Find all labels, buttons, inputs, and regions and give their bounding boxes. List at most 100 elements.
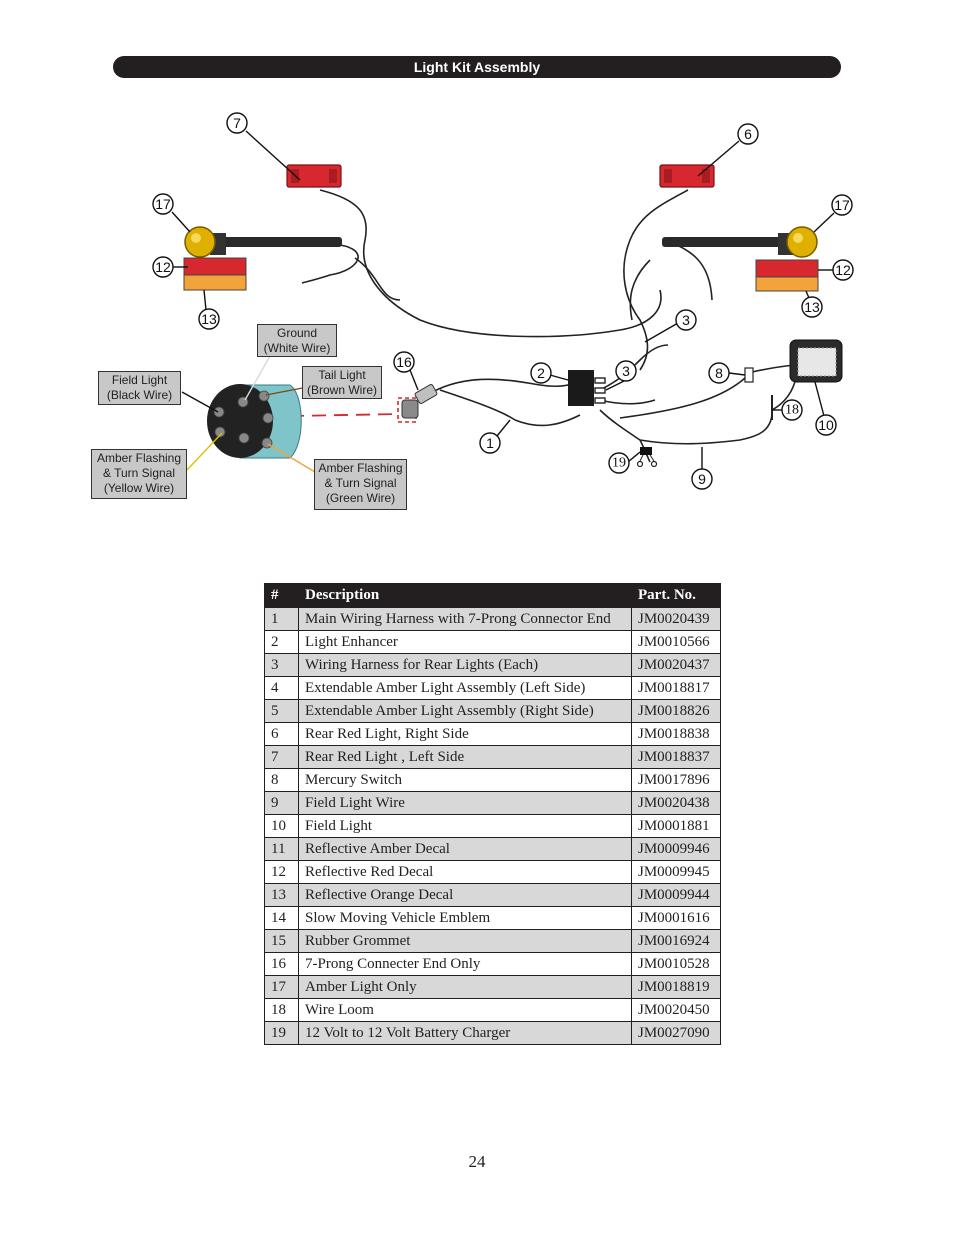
row-part-number: JM0018838 — [631, 722, 721, 746]
label-line: & Turn Signal — [324, 476, 397, 490]
row-description: Slow Moving Vehicle Emblem — [298, 906, 632, 930]
callout-18: 18 — [781, 399, 803, 421]
callout-3-lower: 3 — [615, 360, 637, 382]
label-line: (Yellow Wire) — [103, 481, 175, 495]
label-line: (Green Wire) — [325, 491, 396, 505]
row-part-number: JM0018817 — [631, 676, 721, 700]
row-part-number: JM0018826 — [631, 699, 721, 723]
wire-label-pointers — [181, 355, 319, 473]
callout-13-right: 13 — [801, 296, 823, 318]
label-tail-brown-wire: Tail Light (Brown Wire) — [302, 366, 382, 399]
svg-text:3: 3 — [622, 363, 630, 379]
row-description: Main Wiring Harness with 7-Prong Connect… — [298, 607, 632, 631]
row-part-number: JM0009946 — [631, 837, 721, 861]
svg-text:17: 17 — [834, 197, 850, 213]
row-number: 8 — [264, 768, 299, 792]
row-number: 11 — [264, 837, 299, 861]
svg-text:1: 1 — [486, 435, 494, 451]
callout-2: 2 — [530, 362, 552, 384]
row-number: 2 — [264, 630, 299, 654]
callout-7: 7 — [226, 112, 248, 134]
svg-text:8: 8 — [715, 365, 723, 381]
page-number: 24 — [468, 1152, 486, 1171]
callout-6: 6 — [737, 123, 759, 145]
row-part-number: JM0018819 — [631, 975, 721, 999]
mercury-switch — [744, 367, 754, 383]
connector-guide-line — [289, 413, 401, 417]
row-description: Wiring Harness for Rear Lights (Each) — [298, 653, 632, 677]
label-amber-green-wire: Amber Flashing & Turn Signal (Green Wire… — [314, 459, 407, 510]
svg-text:2: 2 — [537, 365, 545, 381]
label-line: Field Light — [111, 373, 168, 387]
row-part-number: JM0020439 — [631, 607, 721, 631]
svg-text:13: 13 — [804, 299, 820, 315]
row-part-number: JM0001616 — [631, 906, 721, 930]
svg-text:13: 13 — [201, 311, 217, 327]
svg-text:18: 18 — [785, 403, 799, 418]
row-number: 4 — [264, 676, 299, 700]
row-description: Field Light Wire — [298, 791, 632, 815]
row-number: 17 — [264, 975, 299, 999]
seven-prong-plug — [401, 384, 438, 419]
row-part-number: JM0010528 — [631, 952, 721, 976]
svg-text:3: 3 — [682, 312, 690, 328]
row-description: Rear Red Light, Right Side — [298, 722, 632, 746]
label-field-black-wire: Field Light (Black Wire) — [98, 371, 181, 405]
callout-13-left: 13 — [198, 308, 220, 330]
row-part-number: JM0009944 — [631, 883, 721, 907]
label-line: Amber Flashing — [318, 461, 403, 475]
row-number: 9 — [264, 791, 299, 815]
row-part-number: JM0020450 — [631, 998, 721, 1022]
row-number: 10 — [264, 814, 299, 838]
row-description: Extendable Amber Light Assembly (Right S… — [298, 699, 632, 723]
label-line: (Brown Wire) — [306, 383, 377, 397]
svg-text:12: 12 — [155, 259, 171, 275]
row-part-number: JM0027090 — [631, 1021, 721, 1045]
callout-10: 10 — [815, 414, 837, 436]
amber-light-assembly-right — [662, 226, 819, 292]
row-number: 5 — [264, 699, 299, 723]
seven-prong-connector-face — [207, 384, 302, 459]
svg-text:9: 9 — [698, 471, 706, 487]
callout-12-left: 12 — [152, 256, 174, 278]
row-number: 16 — [264, 952, 299, 976]
row-description: Rear Red Light , Left Side — [298, 745, 632, 769]
row-description: Light Enhancer — [298, 630, 632, 654]
row-part-number: JM0009945 — [631, 860, 721, 884]
callout-leaders — [171, 130, 835, 469]
svg-text:12: 12 — [835, 262, 851, 278]
wiring-harness — [301, 189, 799, 463]
row-description: Amber Light Only — [298, 975, 632, 999]
row-number: 12 — [264, 860, 299, 884]
svg-text:16: 16 — [396, 354, 412, 370]
row-description: Mercury Switch — [298, 768, 632, 792]
row-description: Reflective Amber Decal — [298, 837, 632, 861]
row-description: Reflective Orange Decal — [298, 883, 632, 907]
callout-19: 19 — [608, 452, 630, 474]
rear-red-light-right — [659, 164, 715, 188]
row-description: Reflective Red Decal — [298, 860, 632, 884]
field-light — [789, 339, 843, 383]
row-part-number: JM0016924 — [631, 929, 721, 953]
callout-8: 8 — [708, 362, 730, 384]
row-number: 1 — [264, 607, 299, 631]
row-description: 12 Volt to 12 Volt Battery Charger — [298, 1021, 632, 1045]
row-part-number: JM0001881 — [631, 814, 721, 838]
label-line: (White Wire) — [263, 341, 331, 355]
section-title: Light Kit Assembly — [413, 59, 541, 75]
svg-text:6: 6 — [744, 126, 752, 142]
row-number: 19 — [264, 1021, 299, 1045]
row-number: 13 — [264, 883, 299, 907]
row-number: 6 — [264, 722, 299, 746]
